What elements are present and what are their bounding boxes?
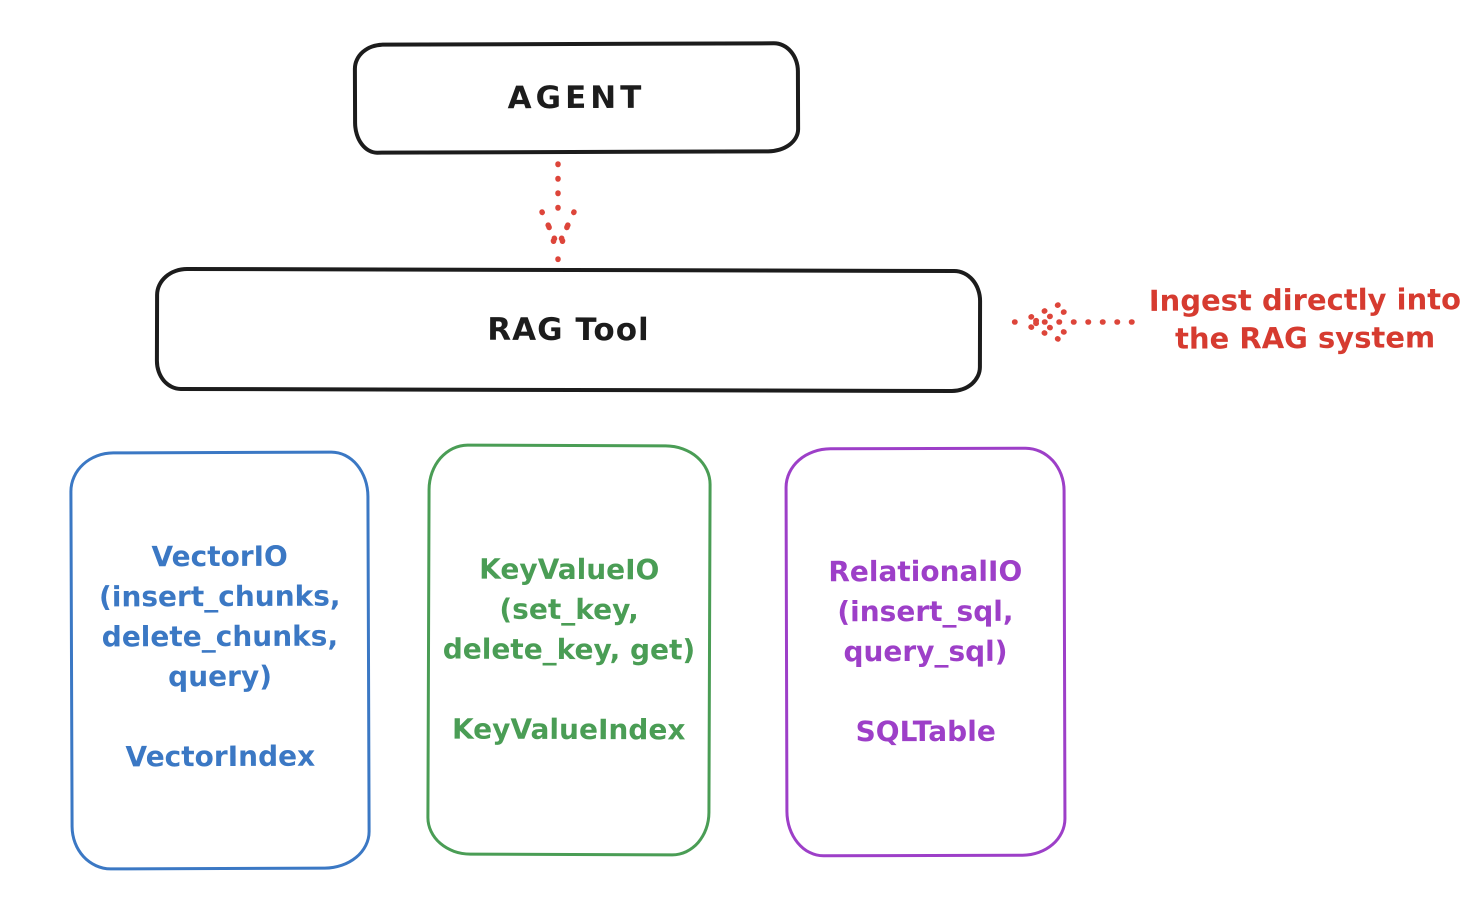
vector-io-line: (insert_chunks,	[98, 579, 341, 614]
rag-tool-node: RAG Tool	[154, 266, 983, 394]
rag-tool-label: RAG Tool	[487, 311, 650, 349]
relational-io-line: RelationalIO	[828, 554, 1023, 589]
vector-io-line: query)	[168, 659, 273, 694]
vector-index-label: VectorIndex	[125, 739, 316, 774]
annotation-line: Ingest directly into	[1148, 282, 1462, 318]
relational-io-line: query_sql)	[843, 634, 1008, 669]
annotation-line: the RAG system	[1174, 320, 1436, 356]
agent-to-rag-arrow	[539, 161, 577, 263]
key-value-io-node: KeyValueIO (set_key, delete_key, get) Ke…	[426, 443, 712, 857]
relational-io-node: RelationalIO (insert_sql, query_sql) SQL…	[784, 446, 1067, 858]
vector-io-line: delete_chunks,	[101, 619, 339, 654]
key-value-index-label: KeyValueIndex	[451, 712, 686, 747]
key-value-io-line: KeyValueIO	[479, 552, 660, 587]
vector-io-line: VectorIO	[151, 539, 288, 574]
sql-table-label: SQLTable	[855, 714, 996, 749]
ingest-arrow	[1011, 302, 1135, 342]
key-value-io-line: delete_key, get)	[442, 632, 696, 667]
key-value-io-line: (set_key,	[499, 592, 639, 627]
vector-io-node: VectorIO (insert_chunks, delete_chunks, …	[69, 450, 371, 871]
agent-node: AGENT	[352, 41, 801, 155]
ingest-annotation: Ingest directly into the RAG system	[1135, 280, 1475, 358]
relational-io-line: (insert_sql,	[837, 594, 1014, 629]
agent-label: AGENT	[507, 79, 646, 117]
